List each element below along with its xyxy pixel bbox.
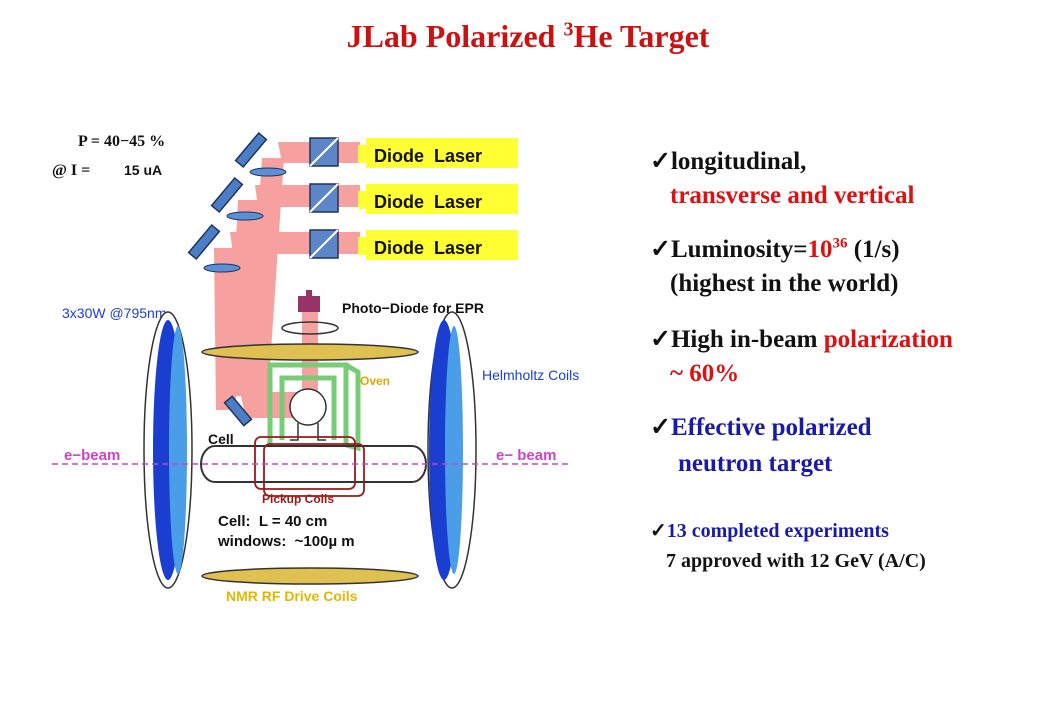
windows-label: windows: ~100µ m [217,533,355,550]
diode-laser-label-1: Diode Laser [374,146,482,166]
bullet-experiments-line2: 7 approved with 12 GeV (A/C) [666,550,926,572]
current-label: @ I = [52,162,90,179]
pickup-coils [254,436,365,497]
diode-laser-label-2: Diode Laser [374,192,482,212]
check-icon: ✓ [650,520,667,542]
bullet-luminosity: ✓Luminosity=1036 (1/s) [650,235,900,263]
mirrors [187,131,268,427]
bottom-coil [201,567,419,585]
lenses [203,167,287,273]
photodiode-ring [281,321,339,335]
beam-right-label: e− beam [496,447,556,464]
helmholtz-coil-right [427,311,477,589]
pumping-chamber [289,388,327,426]
pickup-label: Pickup Coils [262,492,334,506]
bullet-neutron-target-line2: neutron target [678,450,833,477]
bullet-neutron-target: ✓Effective polarized [650,414,872,441]
bullet-polarization: ✓High in-beam polarization [650,326,953,353]
page-title: JLab Polarized 3He Target [346,18,710,54]
polarizer-cubes [309,137,339,259]
diode-laser-label-3: Diode Laser [374,238,482,258]
top-coil [201,343,419,361]
laser-power-label: 3x30W @795nm [62,305,166,321]
polarization-label: P = 40−45 % [78,133,165,150]
bullet-orientation: ✓longitudinal, [650,148,807,175]
photodiode-label: Photo−Diode for EPR [342,300,484,316]
oven-label: Oven [360,374,390,388]
helmholtz-label: Helmholtz Coils [482,367,579,383]
check-icon: ✓ [650,148,671,175]
beam-left-label: e−beam [64,447,120,464]
target-cell [200,445,427,483]
check-icon: ✓ [650,326,671,353]
nmr-label: NMR RF Drive Coils [226,588,358,604]
bullet-orientation-line2: transverse and vertical [670,182,915,209]
photodiode [298,290,320,312]
diode-lasers [358,138,518,260]
bullet-luminosity-line2: (highest in the world) [670,270,899,297]
cell-label: Cell [208,431,234,447]
check-icon: ✓ [650,236,671,263]
bullet-polarization-line2: ~ 60% [670,360,740,387]
helmholtz-coil-left [143,311,193,589]
current-value: 15 uA [124,162,162,178]
cell-length-label: Cell: L = 40 cm [218,513,327,530]
target-diagram: Diode Laser Diode Laser Diode Laser P = … [52,131,579,604]
check-icon: ✓ [650,414,671,441]
bullet-experiments: ✓13 completed experiments [650,520,889,542]
